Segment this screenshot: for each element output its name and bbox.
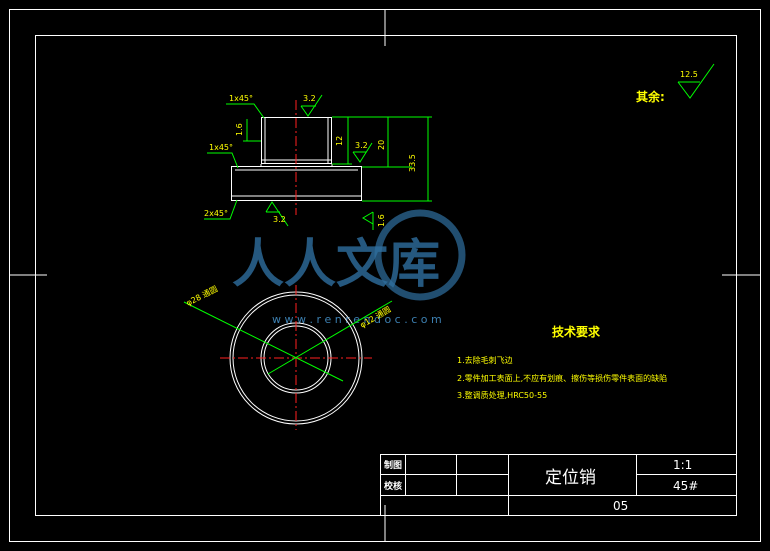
dim-20: 20 xyxy=(377,140,386,150)
title-block: 制图 校核 定位销 1:1 45# 05 xyxy=(380,454,737,516)
watermark-text: 人人文库 xyxy=(232,235,440,295)
roughness-symbols: 3.2 3.2 3.2 1.6 xyxy=(265,94,386,230)
part-number: 05 xyxy=(613,499,628,513)
watermark-url: w w w . r e n r e n d o c . c o m xyxy=(272,313,442,326)
watermark: 人人文库 w w w . r e n r e n d o c . c o m xyxy=(232,209,466,326)
tech-item-1: 1.去除毛刺飞边 xyxy=(457,355,513,365)
roughness-middle-symbol xyxy=(352,142,373,163)
watermark-ring xyxy=(374,209,466,301)
other-surfaces-note: 其余: 12.5 xyxy=(636,63,715,104)
front-view xyxy=(231,100,362,215)
dim-1-6: 1.6 xyxy=(235,123,244,136)
material: 45# xyxy=(673,479,698,493)
top-view: φ28 通圆 φ12 通圆 xyxy=(183,283,393,430)
chamfer-bottom: 2x45° xyxy=(204,209,228,218)
scale: 1:1 xyxy=(673,458,692,472)
dia-inner-leader xyxy=(267,300,393,375)
other-label: 其余: xyxy=(636,89,665,104)
roughness-top: 3.2 xyxy=(303,94,316,103)
chamfer-leaders: 1x45° 1x45° 2x45° xyxy=(204,94,265,220)
dimensions: 12 20 33.5 1.6 xyxy=(235,116,432,202)
dim-33-5: 33.5 xyxy=(408,154,417,172)
roughness-middle: 3.2 xyxy=(355,141,368,150)
pin-flange xyxy=(231,166,362,201)
roughness-bottom: 3.2 xyxy=(273,215,286,224)
other-value: 12.5 xyxy=(680,70,698,79)
roughness-bottom-symbol xyxy=(265,201,289,227)
tech-item-3: 3.整调质处理,HRC50-55 xyxy=(457,390,547,400)
part-name: 定位销 xyxy=(545,468,596,488)
dim-12: 12 xyxy=(335,136,344,146)
roughness-right-symbol xyxy=(362,211,374,225)
draw-label: 制图 xyxy=(384,459,402,471)
roughness-right: 1.6 xyxy=(377,214,386,227)
chamfer-middle: 1x45° xyxy=(209,143,233,152)
dia-outer-leader xyxy=(183,301,344,382)
technical-requirements: 技术要求 1.去除毛刺飞边 2.零件加工表面上,不应有划痕、擦伤等损伤零件表面的… xyxy=(457,324,667,400)
tech-item-2: 2.零件加工表面上,不应有划痕、擦伤等损伤零件表面的缺陷 xyxy=(457,373,667,383)
tech-title: 技术要求 xyxy=(552,324,601,339)
roughness-top-symbol xyxy=(300,94,323,117)
chamfer-top: 1x45° xyxy=(229,94,253,103)
dia-outer-label: φ28 通圆 xyxy=(184,283,219,307)
check-label: 校核 xyxy=(384,480,402,492)
other-roughness-symbol xyxy=(677,63,715,99)
